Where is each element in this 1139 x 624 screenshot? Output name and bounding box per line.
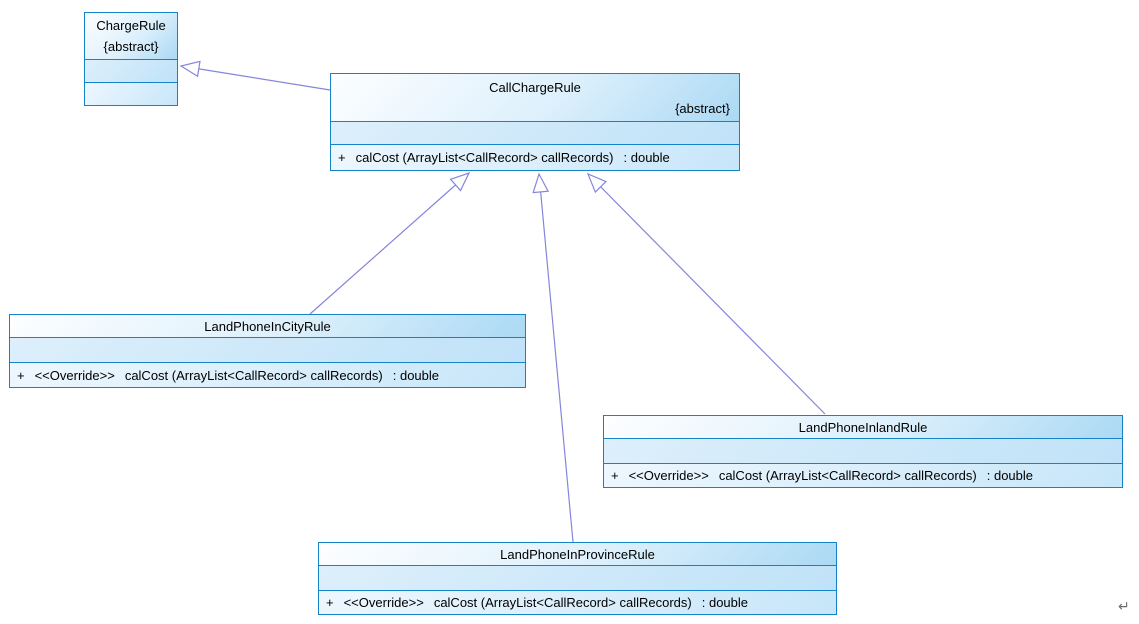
op-return-type: : double [623,150,670,165]
class-name: LandPhoneInlandRule [798,419,928,435]
op-signature: calCost (ArrayList<CallRecord> callRecor… [433,595,692,610]
class-name: ChargeRule [96,18,166,33]
class-box-landphoneinlandrule[interactable]: LandPhoneInlandRule + <<Override>> calCo… [603,415,1123,488]
op-return-type: : double [986,468,1033,483]
op-signature: calCost (ArrayList<CallRecord> callRecor… [355,150,614,165]
class-box-callchargerule[interactable]: CallChargeRule {abstract} + calCost (Arr… [330,73,740,171]
class-stereotype: {abstract} [675,100,730,116]
attributes-compartment [604,439,1122,464]
operations-compartment: + calCost (ArrayList<CallRecord> callRec… [331,145,739,170]
op-visibility: + [338,150,346,165]
generalization-edge-landphoneinlandrule-to-callchargerule[interactable] [586,172,826,415]
op-return-type: : double [392,367,439,383]
class-stereotype: {abstract} [103,39,159,54]
class-name: CallChargeRule [489,79,581,95]
generalization-edge-callchargerule-to-chargerule[interactable] [179,60,331,91]
class-box-chargerule[interactable]: ChargeRule {abstract} [84,12,178,106]
class-name: LandPhoneInProvinceRule [500,546,655,562]
op-stereotype: <<Override>> [628,468,709,483]
operations-compartment: + <<Override>> calCost (ArrayList<CallRe… [319,591,836,614]
generalization-edge-landphoneinprovincerule-to-callchargerule[interactable] [532,172,574,543]
op-visibility: + [17,367,25,383]
attributes-compartment [85,60,177,83]
op-visibility: + [326,595,334,610]
class-header: CallChargeRule {abstract} [331,74,739,122]
attributes-compartment [331,122,739,145]
operations-compartment: + <<Override>> calCost (ArrayList<CallRe… [10,363,525,387]
attributes-compartment [10,338,525,363]
op-stereotype: <<Override>> [34,367,115,383]
class-box-landphoneinprovincerule[interactable]: LandPhoneInProvinceRule + <<Override>> c… [318,542,837,615]
operations-compartment [85,83,177,105]
class-name: LandPhoneInCityRule [204,318,331,334]
class-header: LandPhoneInProvinceRule [319,543,836,566]
class-header: LandPhoneInCityRule [10,315,525,338]
op-signature: calCost (ArrayList<CallRecord> callRecor… [718,468,977,483]
op-signature: calCost (ArrayList<CallRecord> callRecor… [124,367,383,383]
attributes-compartment [319,566,836,591]
class-header: LandPhoneInlandRule [604,416,1122,439]
operations-compartment: + <<Override>> calCost (ArrayList<CallRe… [604,464,1122,487]
paragraph-return-mark: ↵ [1118,598,1130,614]
op-stereotype: <<Override>> [343,595,424,610]
class-header: ChargeRule {abstract} [85,13,177,60]
generalization-edge-landphoneincityrule-to-callchargerule[interactable] [309,171,471,315]
class-box-landphoneincityrule[interactable]: LandPhoneInCityRule + <<Override>> calCo… [9,314,526,388]
op-visibility: + [611,468,619,483]
op-return-type: : double [701,595,748,610]
